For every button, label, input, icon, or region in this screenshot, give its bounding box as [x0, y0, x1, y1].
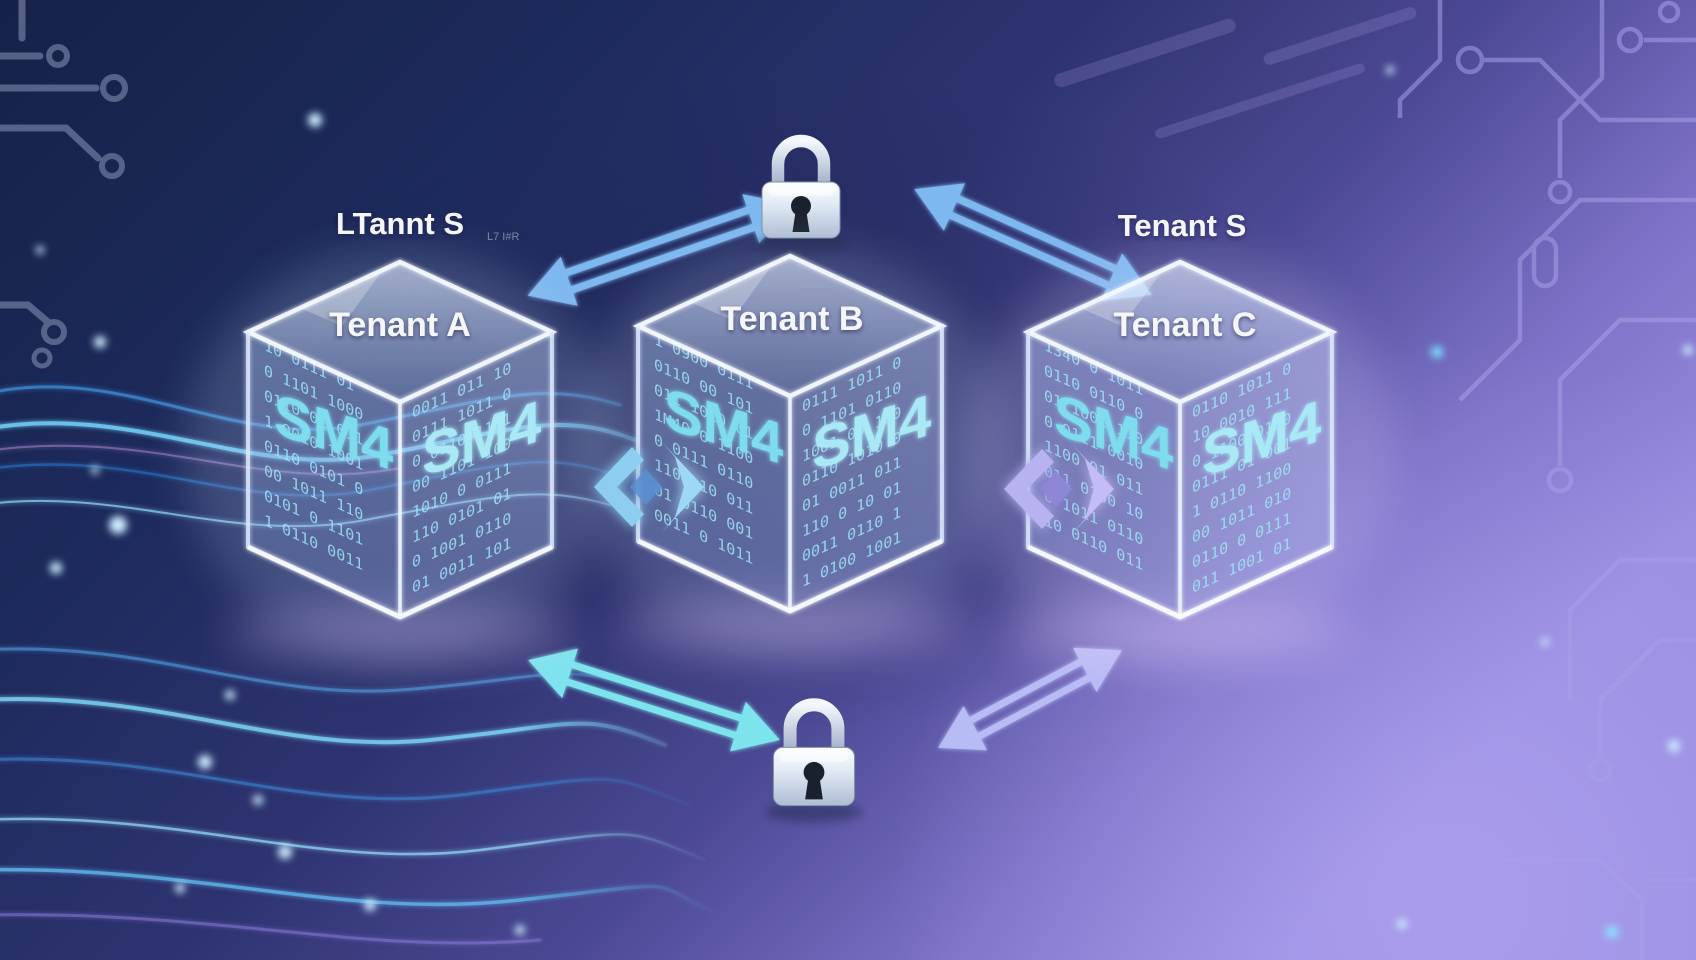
cube-right-face	[400, 332, 552, 617]
cube-right-face	[1180, 332, 1332, 617]
tenant-b-label: Tenant B	[721, 300, 864, 338]
tenant-b-cube: 1 0900 01110110 00 101011 1010 011M40 0 …	[575, 241, 1005, 658]
padlock-icon-bottom	[766, 698, 862, 823]
cube-left-face	[638, 326, 790, 611]
circuit-traces-left-icon	[0, 0, 128, 369]
glow-dots-right	[1386, 66, 1693, 939]
cube-left-face	[1028, 332, 1180, 617]
arrow-tenantA-bottomlock	[528, 648, 780, 752]
keyhole-icon	[791, 196, 811, 216]
tenant-a-cube: 10 0111 010 1101 10000110 01 0111 0010 1…	[185, 247, 615, 664]
cube-left-face	[248, 332, 400, 617]
tenant-a-label: Tenant A	[329, 306, 471, 344]
cube-right-face	[790, 326, 942, 611]
code-diamond-icon-right	[1004, 444, 1114, 534]
tenant-c-cube: 1340 0 10110110 0110 001 1001 1100 0111 …	[965, 247, 1395, 664]
code-diamond-icon-left	[594, 442, 704, 532]
purple-streaks-topright	[1054, 7, 1417, 139]
circuit-traces-right-icon	[1397, 0, 1696, 960]
top-left-title: LTannt S	[336, 206, 464, 241]
top-left-subtext: L7 I#R	[487, 231, 519, 243]
keyhole-icon	[803, 761, 825, 783]
tenant-c-label: Tenant C	[1114, 306, 1257, 344]
glow-dots-left	[36, 113, 525, 935]
top-right-title: Tenant S	[1118, 208, 1247, 243]
